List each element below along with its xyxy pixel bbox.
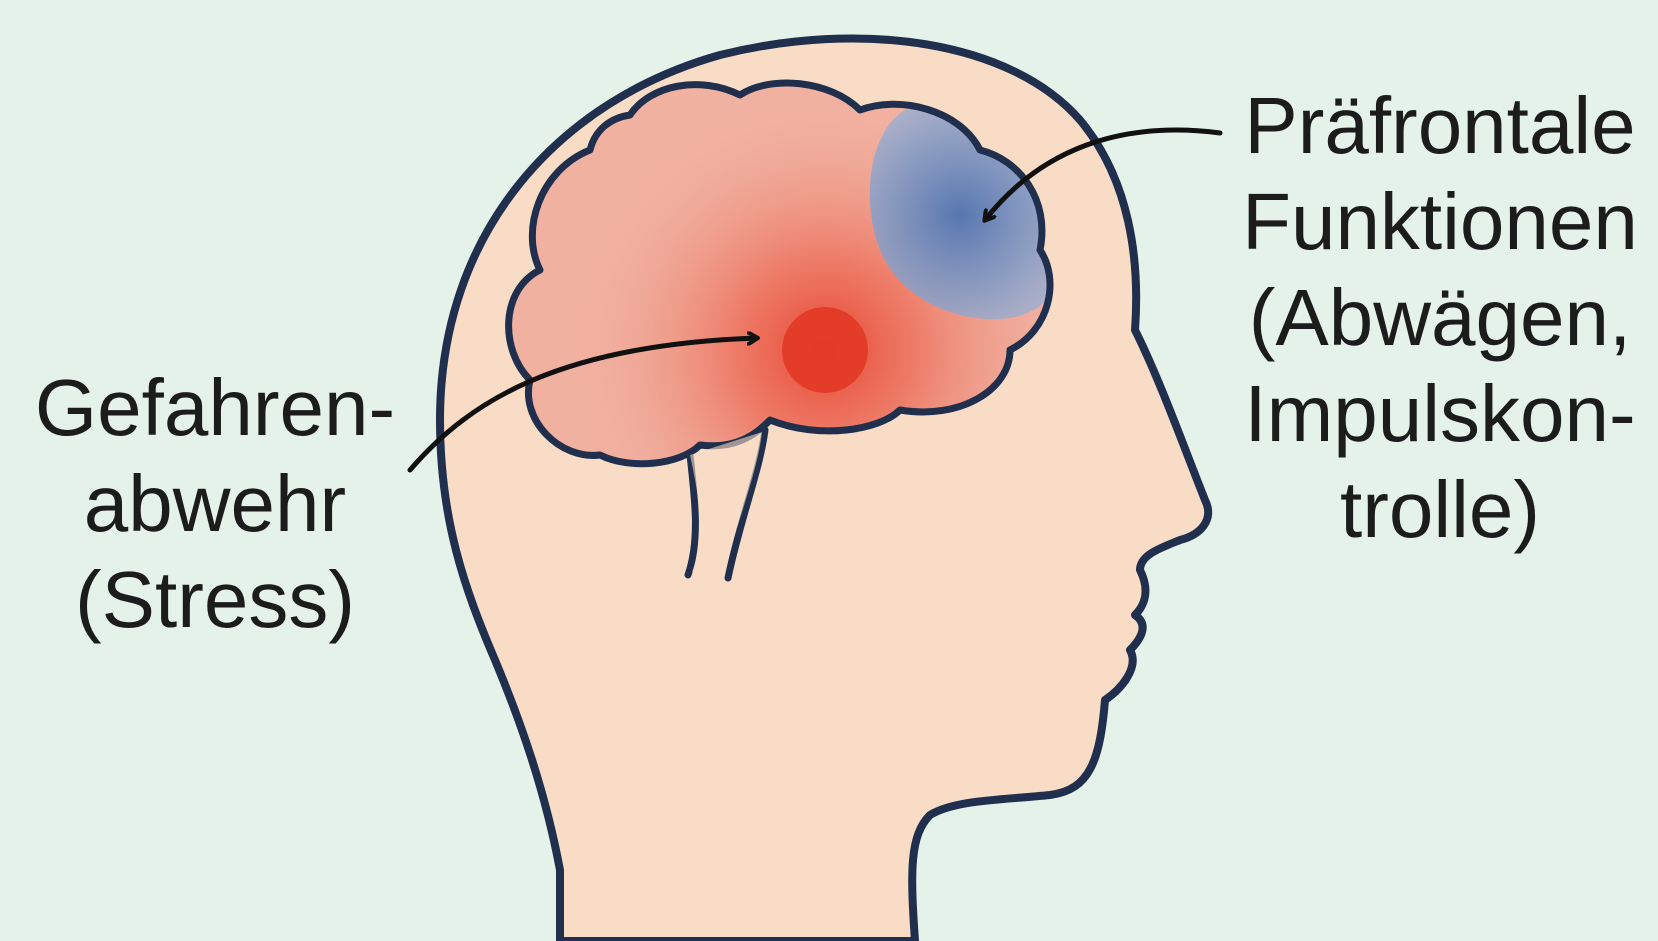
label-line: (Stress) (20, 552, 410, 648)
label-prefrontal-functions: Präfrontale Funktionen (Abwägen, Impulsk… (1230, 78, 1650, 558)
label-line: Gefahren- (20, 360, 410, 456)
label-line: trolle) (1230, 462, 1650, 558)
label-line: (Abwägen, (1230, 270, 1650, 366)
label-line: Funktionen (1230, 174, 1650, 270)
stress-core (782, 307, 868, 393)
label-line: Impulskon- (1230, 366, 1650, 462)
label-line: Präfrontale (1230, 78, 1650, 174)
label-threat-defense: Gefahren- abwehr (Stress) (20, 360, 410, 648)
label-line: abwehr (20, 456, 410, 552)
